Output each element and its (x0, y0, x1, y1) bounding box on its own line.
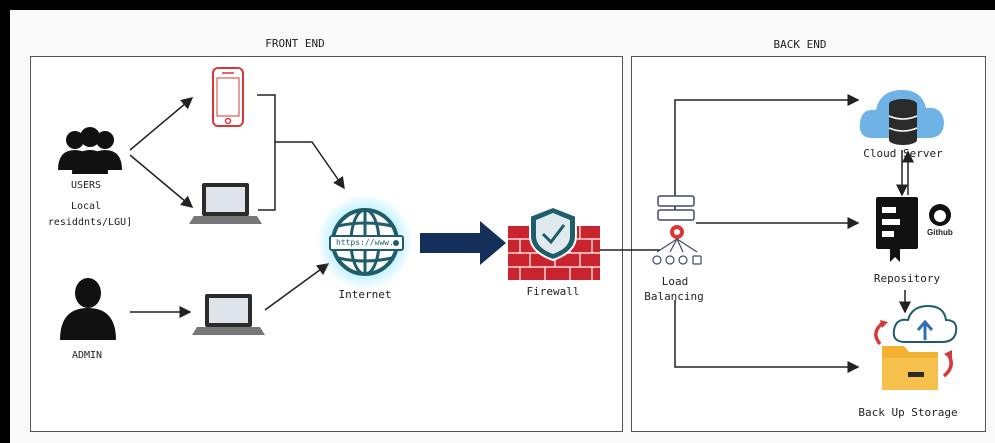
load-balancing-line1: Load (661, 275, 689, 288)
users-subtitle-line2: residdnts/LGU] (47, 217, 133, 228)
devices-bracket (257, 94, 276, 211)
firewall-label: Firewall (526, 285, 580, 298)
users-to-laptop-arrow (129, 154, 194, 208)
github-text: Github (927, 228, 953, 237)
users-laptop-icon (189, 183, 262, 224)
internet-url-text: https://www. (336, 238, 394, 247)
users-subtitle-line1: Local (70, 201, 102, 212)
users-to-phone-arrow (129, 97, 194, 151)
users-title: USERS (70, 180, 102, 191)
front-end-title: FRONT END (265, 37, 325, 50)
repository-label: Repository (873, 272, 941, 285)
lb-to-backup-arrow (674, 300, 860, 373)
connectors-and-icons (58, 67, 958, 390)
phone-icon (212, 67, 244, 127)
cloud-server-label: Cloud Server (863, 147, 943, 160)
admin-laptop-icon (192, 294, 265, 335)
back-end-title: BACK END (773, 38, 827, 51)
backup-storage-icon (874, 304, 958, 390)
admin-laptop-to-internet-arrow (264, 263, 330, 311)
globe-icon (317, 194, 413, 290)
repository-icon (876, 197, 951, 262)
users-icon (58, 127, 122, 174)
devices-to-internet-arrow (275, 141, 345, 190)
internet-to-firewall-arrow (420, 221, 506, 265)
firewall-icon (508, 205, 600, 280)
admin-title: ADMIN (71, 350, 103, 361)
cloud-server-icon (859, 90, 944, 145)
backup-storage-label: Back Up Storage (858, 406, 958, 419)
lb-to-cloud-arrow (674, 94, 860, 210)
load-balancing-line2: Balancing (644, 290, 704, 303)
diagram-canvas: FRONT END BACK END (10, 10, 995, 443)
load-balancer-icon (652, 195, 702, 265)
admin-icon (60, 278, 116, 340)
internet-label: Internet (338, 288, 392, 301)
